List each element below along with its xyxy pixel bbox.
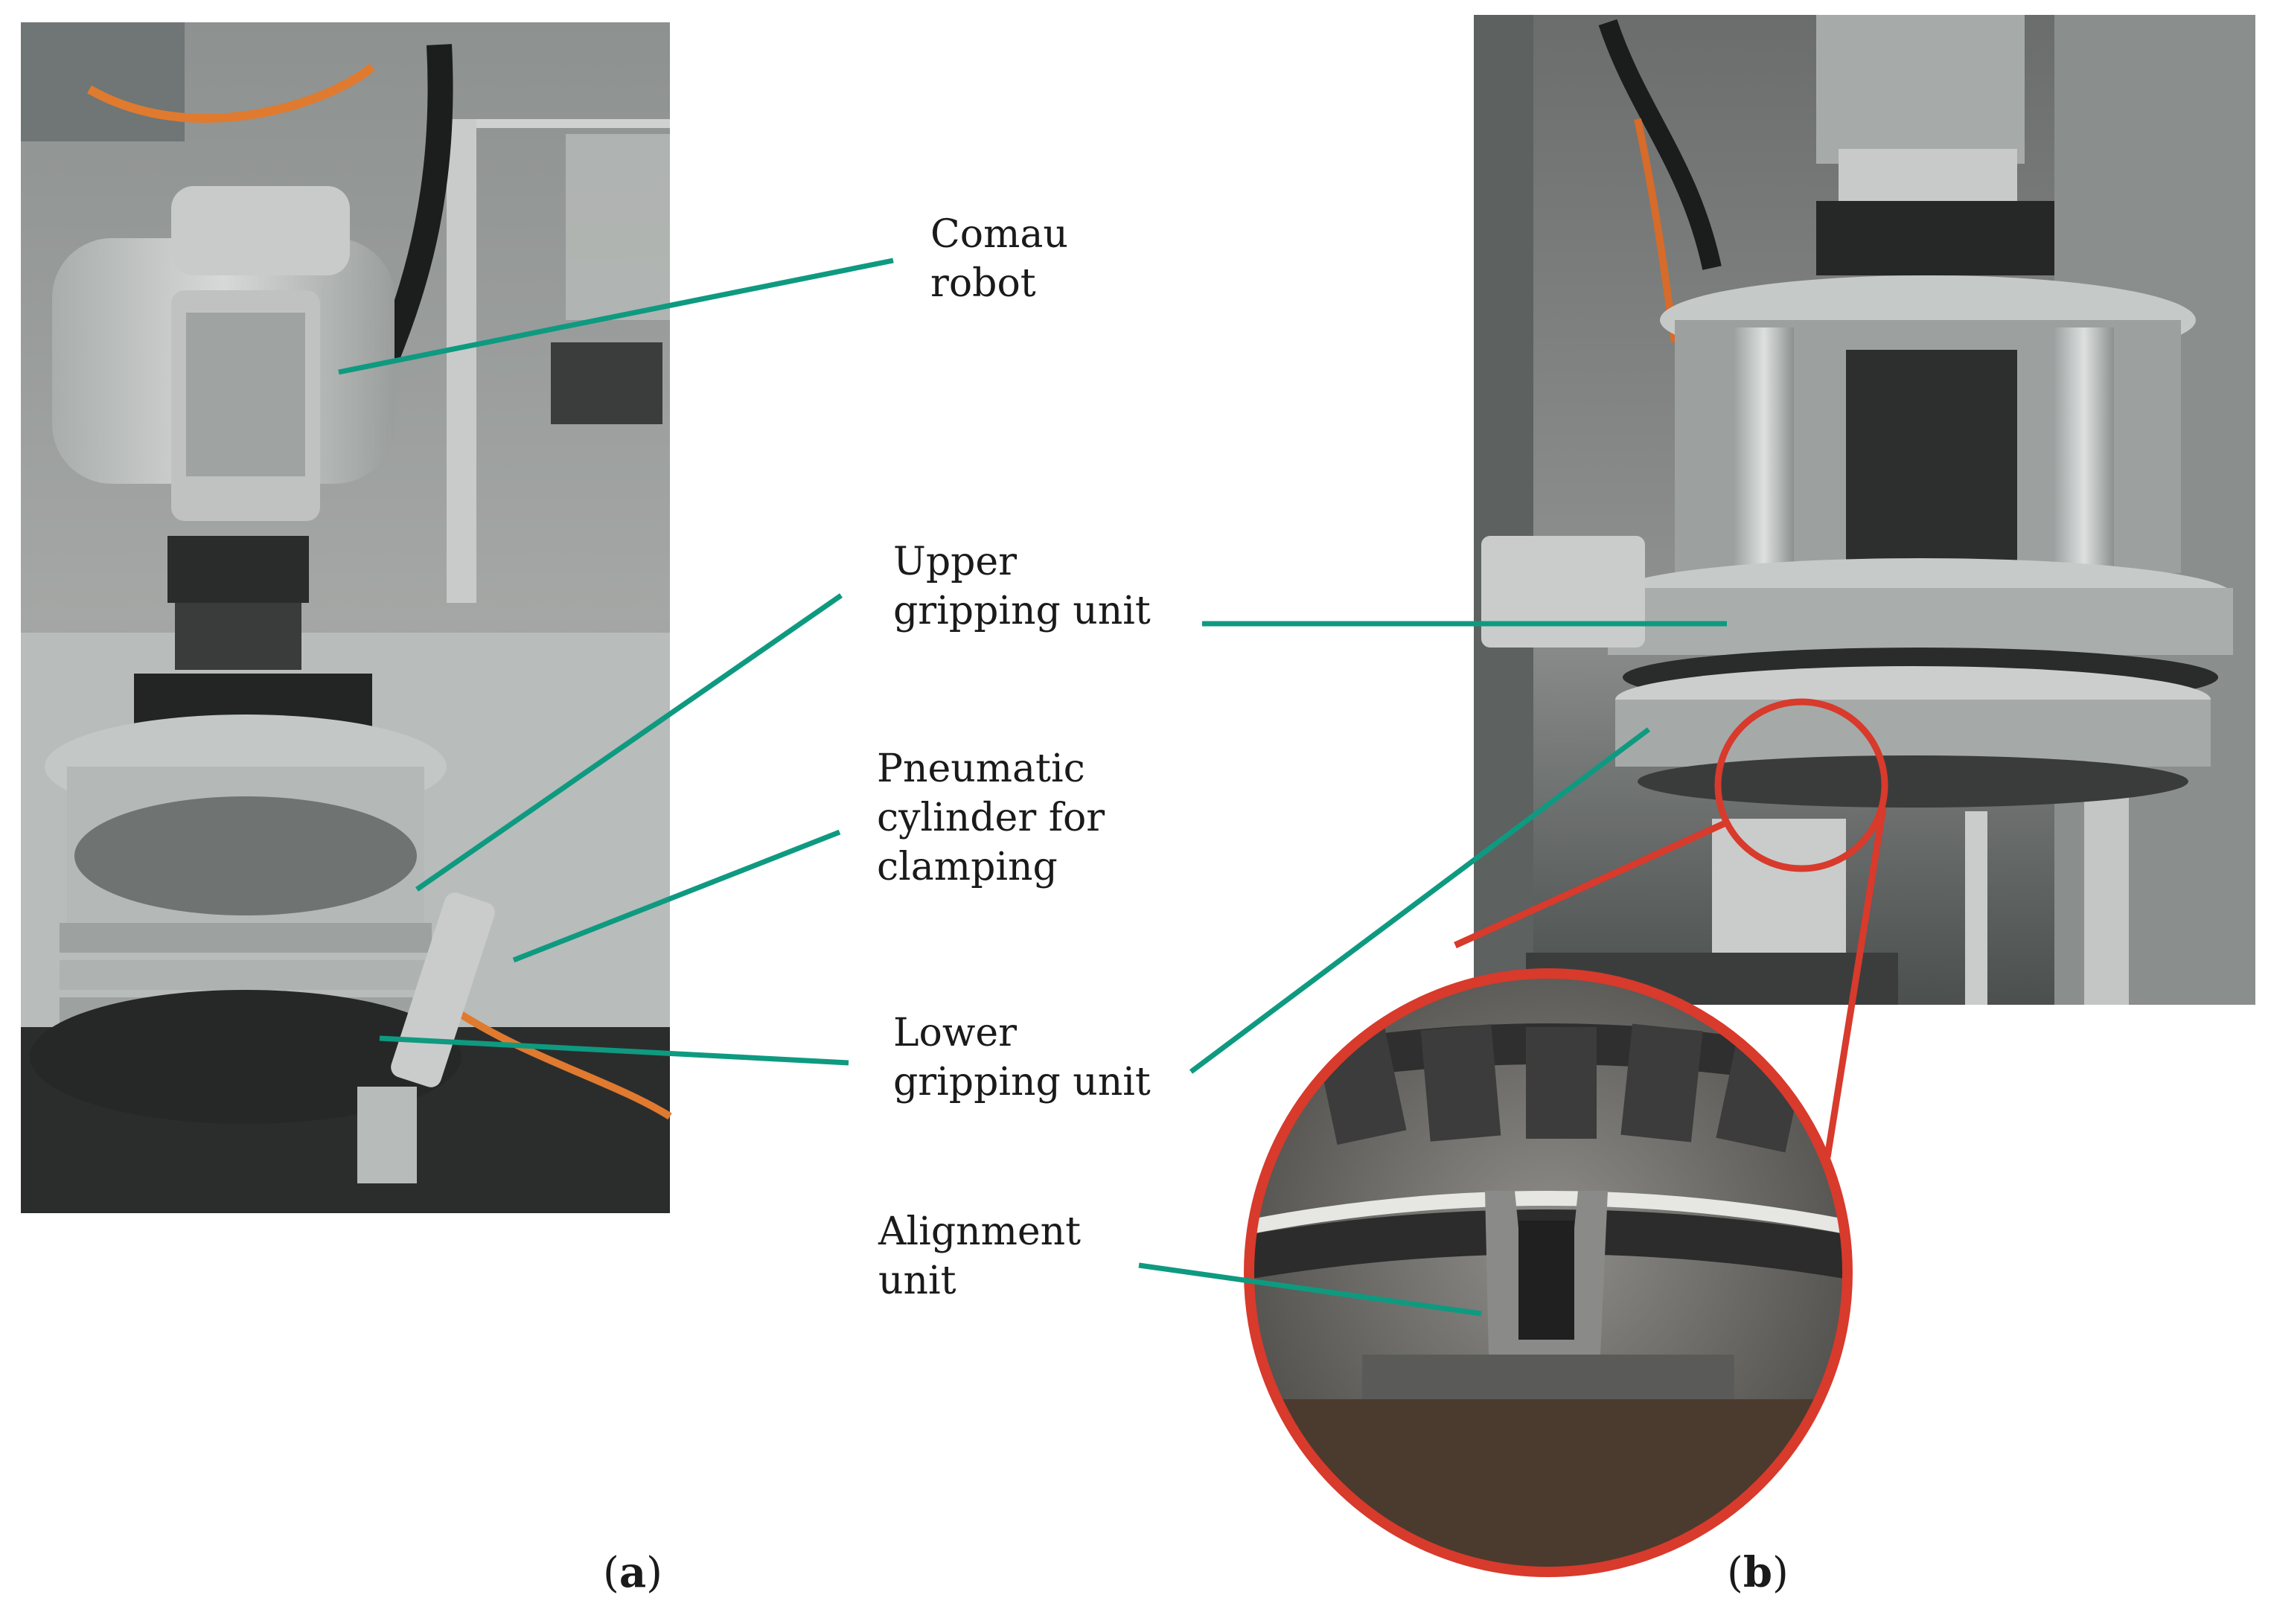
label-line: clamping: [877, 845, 1058, 889]
leader-upper-gripping-a: [415, 593, 843, 892]
label-alignment-unit: Alignment unit: [878, 1207, 1081, 1305]
label-line: Alignment: [878, 1209, 1082, 1254]
label-line: Comau: [930, 212, 1068, 257]
leader-lines: [338, 258, 1727, 1317]
label-line: cylinder for: [877, 796, 1105, 840]
leader-comau-robot: [338, 258, 894, 375]
leader-alignment-unit: [1138, 1262, 1482, 1317]
label-pneumatic-cylinder: Pneumatic cylinder for clamping: [877, 744, 1105, 892]
zoom-inset-border: [1244, 968, 1853, 1577]
leader-lower-gripping-b: [1189, 727, 1651, 1074]
label-line: Pneumatic: [877, 747, 1085, 791]
label-comau-robot: Comau robot: [930, 210, 1068, 308]
caption-a: (a): [603, 1548, 663, 1597]
label-lower-gripping-unit: Lower gripping unit: [893, 1008, 1151, 1107]
caption-b: (b): [1727, 1548, 1789, 1597]
caption-b-letter: b: [1743, 1548, 1773, 1597]
label-upper-gripping-unit: Upper gripping unit: [893, 537, 1151, 636]
label-line: unit: [878, 1259, 956, 1303]
label-line: Lower: [893, 1011, 1017, 1055]
leader-lower-gripping-a: [379, 1035, 849, 1066]
label-line: Upper: [893, 540, 1018, 584]
photo-b: [1474, 15, 2255, 1005]
label-line: gripping unit: [893, 589, 1151, 633]
photo-a: [21, 22, 672, 1213]
leader-pneumatic-cylinder: [512, 829, 841, 963]
zoom-source-circle: [1714, 698, 1888, 872]
label-line: gripping unit: [893, 1060, 1151, 1104]
caption-a-letter: a: [619, 1548, 647, 1597]
label-line: robot: [930, 261, 1036, 306]
